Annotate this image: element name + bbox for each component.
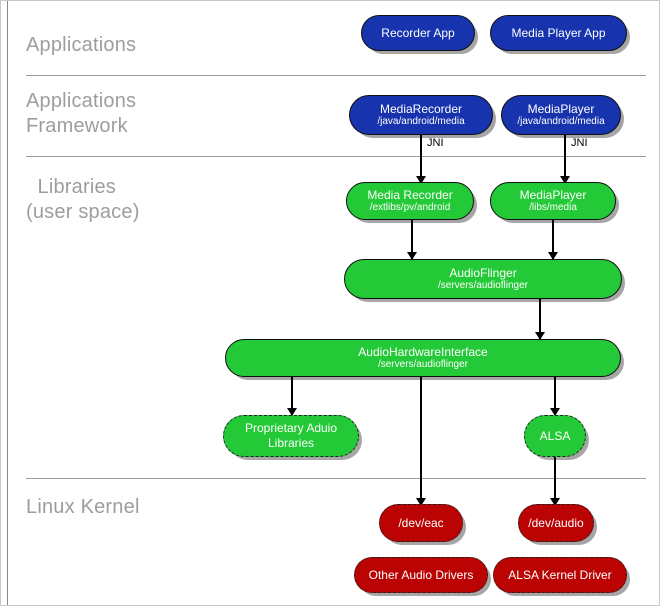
layer-label-applications-framework: Applications Framework: [26, 89, 136, 139]
node-media-recorder-framework-subtitle: /java/android/media: [377, 116, 465, 127]
frame-left-rule: [7, 1, 8, 605]
node-dev-audio-title: /dev/audio: [528, 516, 584, 530]
node-audio-flinger[interactable]: AudioFlinger /servers/audioflinger: [344, 259, 622, 299]
connector-media-player-to-audioflinger: [552, 220, 554, 259]
divider-applications: [26, 75, 646, 76]
node-audio-flinger-subtitle: /servers/audioflinger: [437, 280, 529, 291]
connector-audiohw-to-alsa: [554, 377, 556, 415]
node-media-player-library-subtitle: /libs/media: [529, 202, 577, 213]
layer-label-linux-kernel: Linux Kernel: [26, 496, 140, 518]
node-media-recorder-library-subtitle: /extlibs/pv/android: [369, 202, 451, 213]
divider-linux-kernel: [26, 478, 646, 479]
layer-label-libraries: Libraries (user space): [26, 175, 140, 225]
node-media-recorder-library[interactable]: Media Recorder /extlibs/pv/android: [346, 182, 474, 220]
connector-media-recorder-to-audioflinger: [411, 220, 413, 259]
node-audio-hardware-interface-title: AudioHardwareInterface: [358, 345, 488, 359]
arrowhead-jni-right: [560, 176, 570, 184]
node-media-player-app-title: Media Player App: [511, 26, 606, 40]
layer-label-libraries-text: Libraries (user space): [26, 176, 140, 223]
arrowhead-alsa-to-dev-audio: [550, 498, 560, 506]
edge-label-jni-right: JNI: [571, 137, 588, 149]
node-alsa[interactable]: ALSA: [524, 415, 586, 457]
connector-audiohw-to-dev-eac: [420, 377, 422, 505]
node-media-recorder-framework-title: MediaRecorder: [379, 102, 463, 116]
edge-label-jni-left: JNI: [427, 137, 444, 149]
connector-jni-right: [564, 135, 566, 183]
arrowhead-audiohw-to-dev-eac: [416, 498, 426, 506]
node-other-audio-drivers-title: Other Audio Drivers: [368, 568, 474, 582]
node-dev-audio[interactable]: /dev/audio: [518, 504, 594, 542]
divider-framework: [26, 156, 646, 157]
node-audio-hardware-interface[interactable]: AudioHardwareInterface /servers/audiofli…: [225, 339, 621, 377]
node-media-player-framework-subtitle: /java/android/media: [517, 116, 605, 127]
node-dev-eac[interactable]: /dev/eac: [379, 504, 463, 542]
layer-label-applications-framework-text: Applications Framework: [26, 90, 137, 137]
arrowhead-media-recorder-to-audioflinger: [407, 252, 417, 260]
connector-alsa-to-dev-audio: [554, 457, 556, 505]
node-media-player-library-title: MediaPlayer: [519, 188, 587, 202]
arrowhead-audiohw-to-proprietary: [287, 408, 297, 416]
node-proprietary-audio-libraries[interactable]: Proprietary Aduio Libraries: [223, 415, 359, 457]
node-alsa-kernel-driver-title: ALSA Kernel Driver: [508, 568, 612, 582]
node-media-player-app[interactable]: Media Player App: [490, 15, 627, 51]
node-media-player-framework-title: MediaPlayer: [527, 102, 595, 116]
node-audio-flinger-title: AudioFlinger: [449, 266, 517, 280]
node-media-player-library[interactable]: MediaPlayer /libs/media: [490, 182, 616, 220]
node-media-recorder-framework[interactable]: MediaRecorder /java/android/media: [349, 95, 493, 135]
node-audio-hardware-interface-subtitle: /servers/audioflinger: [377, 359, 469, 370]
node-media-player-framework[interactable]: MediaPlayer /java/android/media: [501, 95, 621, 135]
node-proprietary-audio-libraries-title: Proprietary Aduio Libraries: [244, 421, 338, 450]
node-other-audio-drivers[interactable]: Other Audio Drivers: [354, 557, 488, 593]
node-media-recorder-library-title: Media Recorder: [367, 188, 453, 202]
connector-jni-left: [420, 135, 422, 183]
node-alsa-kernel-driver[interactable]: ALSA Kernel Driver: [493, 557, 627, 593]
arrowhead-audiohw-to-alsa: [550, 408, 560, 416]
node-alsa-title: ALSA: [539, 429, 571, 443]
layer-label-applications: Applications: [26, 34, 137, 56]
arrowhead-media-player-to-audioflinger: [548, 252, 558, 260]
arrowhead-audioflinger-to-audiohw: [535, 332, 545, 340]
node-recorder-app-title: Recorder App: [381, 26, 455, 40]
node-dev-eac-title: /dev/eac: [398, 516, 444, 530]
node-recorder-app[interactable]: Recorder App: [361, 15, 475, 51]
connector-audiohw-to-proprietary: [291, 377, 293, 415]
arrowhead-jni-left: [416, 176, 426, 184]
connector-audioflinger-to-audiohw: [539, 299, 541, 339]
